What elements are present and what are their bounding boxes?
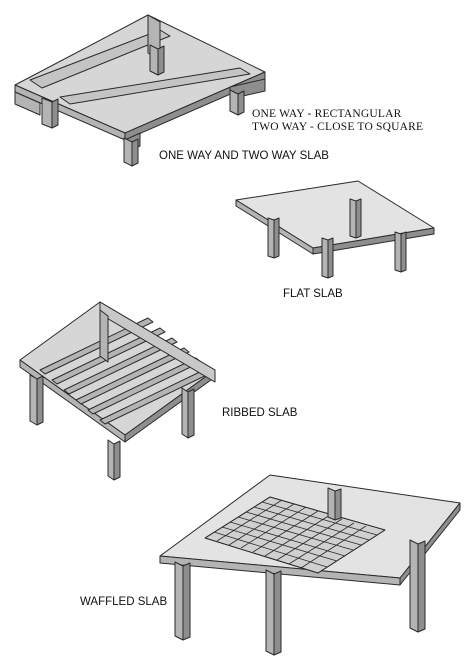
label-ribbed-slab: RIBBED SLAB — [222, 407, 298, 419]
label-waffled-slab: WAFFLED SLAB — [80, 596, 168, 608]
label-one-two-way-slab: ONE WAY AND TWO WAY SLAB — [159, 150, 329, 162]
note-one-way: ONE WAY - RECTANGULAR — [252, 108, 402, 120]
label-flat-slab: FLAT SLAB — [283, 288, 343, 300]
note-two-way: TWO WAY - CLOSE TO SQUARE — [252, 121, 424, 133]
